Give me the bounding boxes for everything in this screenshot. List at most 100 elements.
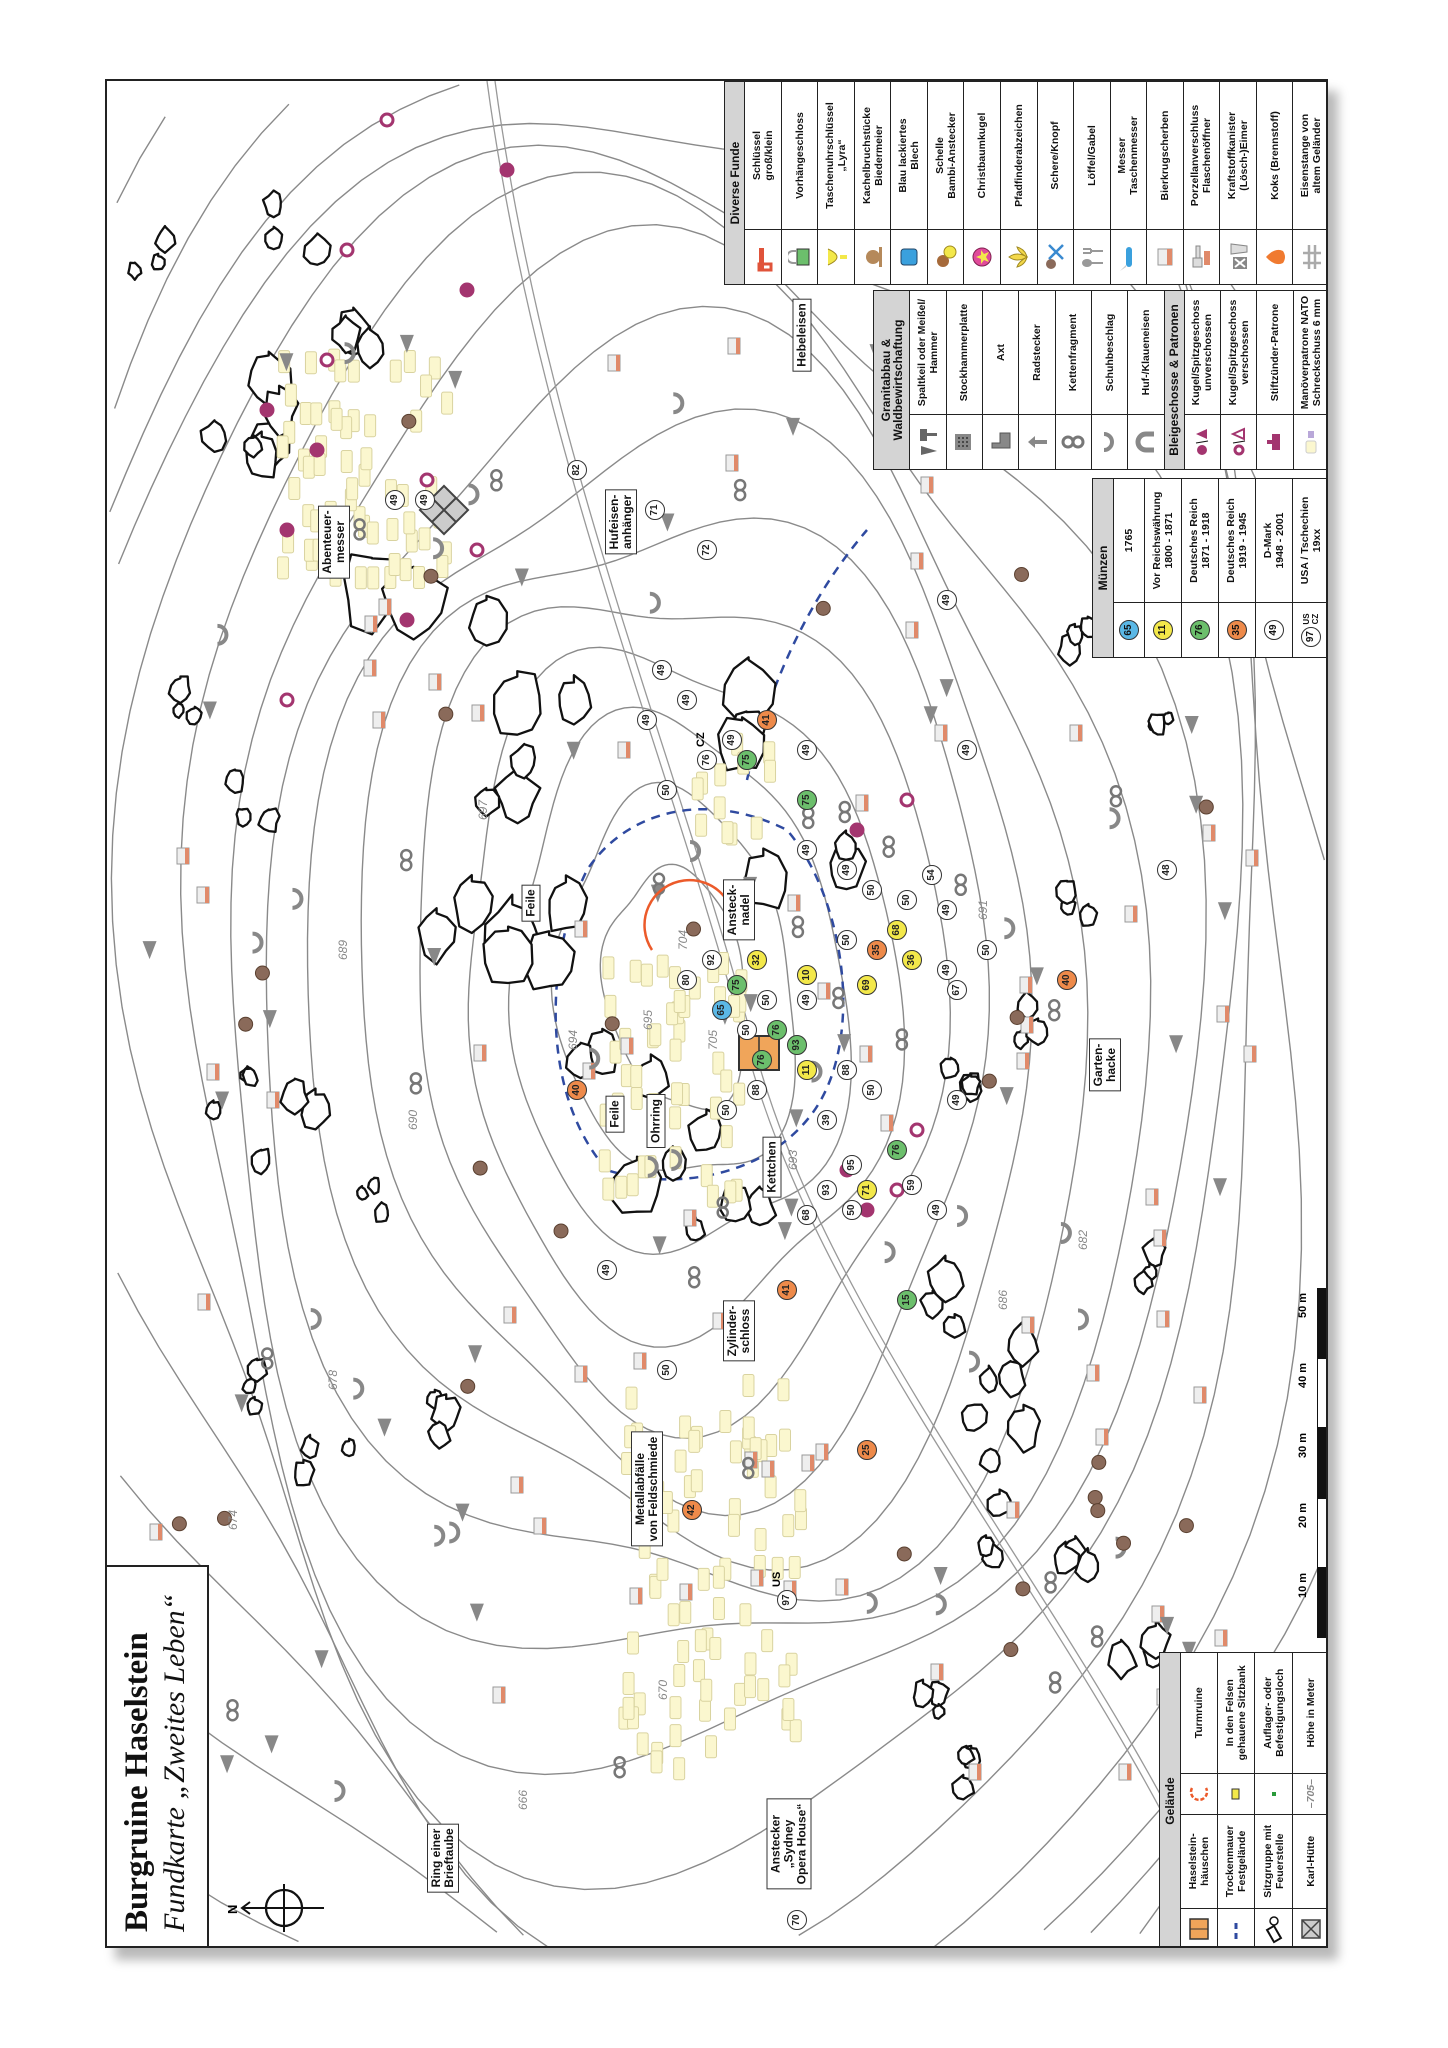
coin-icon: 49 <box>1255 602 1293 658</box>
coin-marker: 67 <box>947 980 967 1000</box>
rock <box>1053 1540 1081 1575</box>
rock <box>261 189 282 219</box>
shoe-fitting-icon <box>935 1593 947 1616</box>
blank-cartridge-icon <box>794 1489 807 1513</box>
contour-label: 666 <box>516 1790 530 1810</box>
beer-mug-shard-icon <box>727 337 741 355</box>
blank-cartridge-icon <box>669 1724 682 1748</box>
wedge-icon <box>142 941 157 960</box>
beer-mug-shard-icon <box>1145 1188 1159 1206</box>
blank-cartridge-icon <box>660 1490 673 1514</box>
bullet-fired-icon <box>469 542 485 558</box>
blank-cartridge-icon <box>334 359 347 383</box>
blank-cartridge-icon <box>742 1416 755 1440</box>
blank-cartridge-icon <box>310 402 323 426</box>
coin-marker: 11 <box>1153 620 1174 640</box>
rock <box>474 786 501 818</box>
contour-label: 670 <box>656 1680 670 1700</box>
shoe-fitting-icon <box>589 1047 601 1070</box>
wedge-icon <box>743 994 758 1013</box>
blank-cartridge-icon <box>700 1164 713 1188</box>
coin-marker: 49 <box>415 490 435 510</box>
blank-cartridge-icon <box>695 813 708 837</box>
beer-mug-shard-icon <box>1153 1229 1167 1247</box>
blank-cartridge-icon <box>709 1637 722 1661</box>
wedge-icon <box>652 1236 667 1255</box>
wedge-icon <box>1160 1616 1175 1635</box>
blank-cartridge-icon <box>719 1409 732 1433</box>
horseshoe-icon <box>1127 414 1164 470</box>
beer-mug-shard-icon <box>1016 1052 1030 1070</box>
coin-marker: 59 <box>902 1175 922 1195</box>
legend-header: Gelände <box>1159 1652 1181 1946</box>
chain-icon <box>716 1196 729 1219</box>
button-icon <box>1015 1581 1031 1597</box>
legend-header: Münzen <box>1092 478 1114 658</box>
coin-marker: 95 <box>842 1155 862 1175</box>
contour-label: 674 <box>226 1510 240 1530</box>
coin-marker: 40 <box>1057 970 1077 990</box>
coin-marker: 50 <box>717 1100 737 1120</box>
blank-cartridge-icon <box>779 1428 792 1452</box>
beer-mug-shard-icon <box>801 1454 815 1472</box>
shoe-fitting-icon <box>334 1780 346 1803</box>
axe-icon <box>982 414 1019 470</box>
rock <box>929 1680 950 1708</box>
blank-cartridge-icon <box>667 1509 680 1533</box>
shoe-fitting-icon <box>353 1377 365 1400</box>
shoe-fitting-icon <box>673 392 685 415</box>
wedge-icon <box>215 1091 230 1110</box>
coin-marker: 76 <box>767 1020 787 1040</box>
blank-cartridge-icon <box>403 511 416 535</box>
coin-marker: 11 <box>797 1060 817 1080</box>
beer-mug-shard-icon <box>1146 229 1184 285</box>
coin-marker: 49 <box>797 840 817 860</box>
beer-mug-shard-icon <box>633 1352 647 1370</box>
label-abenteuermesser: Abenteuer- messer <box>318 505 350 579</box>
bullet-unfired-icon <box>499 162 515 178</box>
coin-icon: 65 <box>1113 602 1145 658</box>
legend-label: Karl-Hütte <box>1292 1814 1326 1909</box>
coin-marker: 42 <box>682 1500 702 1520</box>
legend-label: Axt <box>982 290 1019 415</box>
chain-icon <box>954 873 967 897</box>
legend-label: Blau lackiertes Blech <box>890 81 928 230</box>
coin-tag-cz: CZ <box>695 732 707 747</box>
chain-icon <box>1048 1671 1062 1694</box>
shoe-fitting-icon <box>1091 414 1128 470</box>
wedge-icon <box>1217 902 1232 921</box>
wedge-icon <box>566 741 581 760</box>
legend-label: Kugel/Spitzgeschoss unverschossen <box>1184 290 1221 415</box>
shoe-fitting-icon <box>292 887 304 910</box>
coin-marker: 50 <box>862 1080 882 1100</box>
rock <box>978 1364 999 1394</box>
coin-marker: 35 <box>867 940 887 960</box>
wheel-pin-icon <box>1018 414 1056 470</box>
button-icon <box>1090 1503 1106 1519</box>
blank-cartridge-icon <box>669 1106 682 1130</box>
scout-badge-icon <box>1000 229 1038 285</box>
contour-line <box>179 171 1207 1776</box>
bullet-fired-icon <box>379 112 395 128</box>
blank-cartridge-icon <box>630 1086 643 1110</box>
button-icon <box>1178 1518 1194 1534</box>
shoe-fitting-icon <box>968 1350 981 1373</box>
label-zylinderschloss: Zylinder- schloss <box>723 1300 755 1362</box>
chain-icon <box>791 915 805 939</box>
map-title: Burgruine Haselstein <box>119 1632 155 1932</box>
beer-mug-shard-icon <box>910 552 924 570</box>
key-icon <box>744 229 782 285</box>
blank-cartridge-icon <box>626 1173 639 1197</box>
rock <box>912 1678 935 1709</box>
button-icon <box>460 1378 476 1394</box>
blank-cartridge-icon <box>727 1513 740 1537</box>
beer-mug-shard-icon <box>1118 1763 1132 1781</box>
rock <box>1139 1619 1172 1660</box>
contour-line <box>467 646 906 1348</box>
blank-cartridge-icon <box>622 1671 635 1695</box>
shoe-fitting-icon <box>1004 917 1016 940</box>
coin-marker: 76 <box>697 750 717 770</box>
map-subtitle: Fundkarte „Zweites Leben“ <box>158 1593 191 1932</box>
scale-segment <box>1317 1568 1326 1638</box>
